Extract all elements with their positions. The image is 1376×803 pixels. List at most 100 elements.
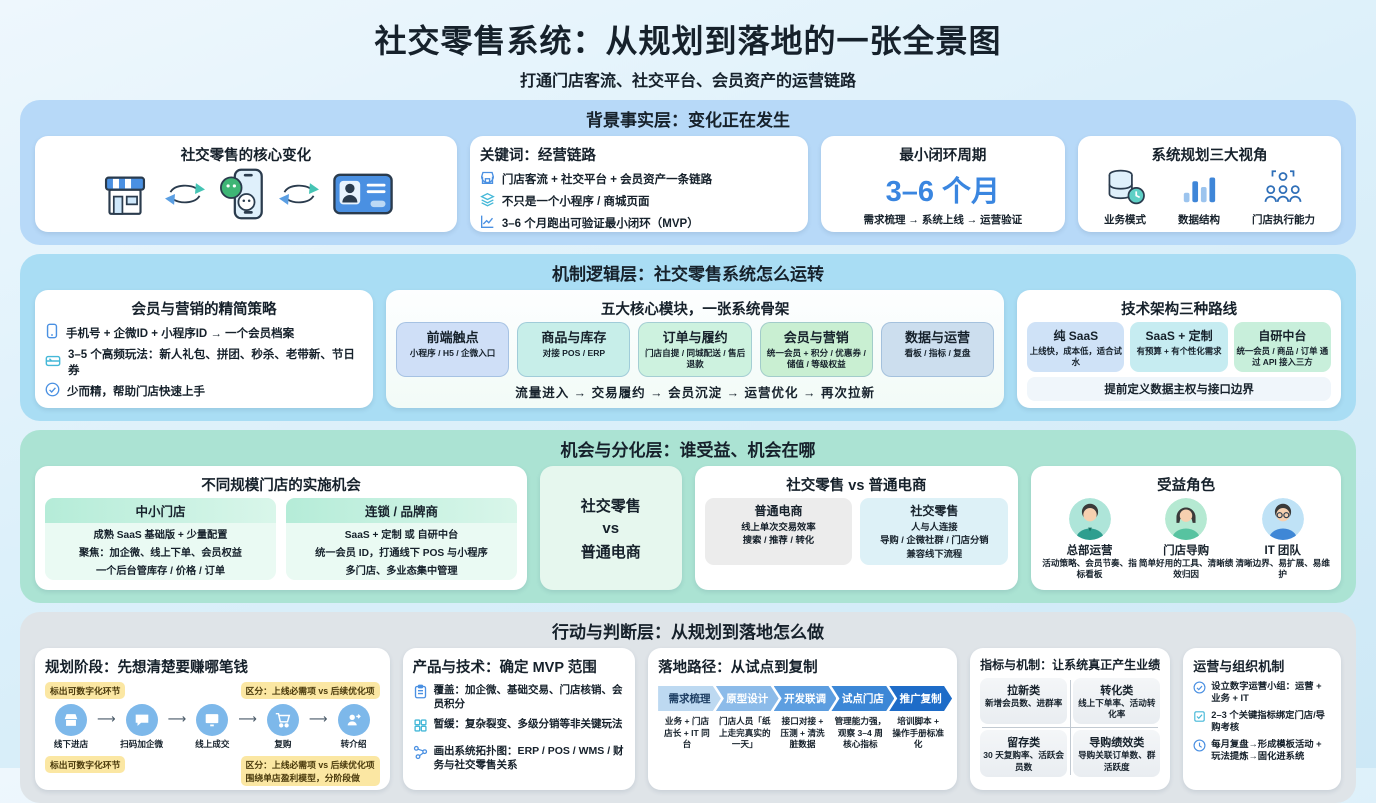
view-label: 数据结构 bbox=[1177, 214, 1220, 226]
modules-title: 五大核心模块，一张系统骨架 bbox=[600, 302, 790, 318]
check-circle-icon bbox=[45, 382, 60, 400]
card-five-modules: 五大核心模块，一张系统骨架 前端触点小程序 / H5 / 企微入口 商品与库存对… bbox=[386, 290, 1005, 408]
module-frontend-touchpoints: 前端触点小程序 / H5 / 企微入口 bbox=[396, 322, 510, 377]
planning-tag: 区分：上线必需项 vs 后续优化项 bbox=[240, 682, 380, 699]
metrics-title: 指标与机制：让系统真正产生业绩 bbox=[980, 658, 1161, 672]
vs-title: 社交零售 vs 普通电商 bbox=[786, 478, 927, 494]
size-line: 多门店、多业态集中管理 bbox=[345, 566, 458, 577]
cycle-title: 最小闭环周期 bbox=[899, 148, 987, 164]
module-member-marketing: 会员与营销统一会员 + 积分 / 优惠券 / 储值 / 等级权益 bbox=[759, 322, 873, 377]
tech-route-self-built: 自研中台统一会员 / 商品 / 订单 通过 API 接入三方 bbox=[1233, 322, 1331, 372]
cycle-arrows-icon bbox=[164, 179, 205, 214]
grid-icon bbox=[413, 717, 428, 737]
section2-header: 机制逻辑层：社交零售系统怎么运转 bbox=[552, 265, 824, 284]
section-action-judgment: 行动与判断层：从规划到落地怎么做 规划阶段：先想清楚要赚哪笔钱 标出可数字化环节… bbox=[20, 612, 1356, 803]
card-vs-label: 社交零售 vs 普通电商 bbox=[540, 466, 682, 590]
size-line: 聚焦：加企微、线上下单、会员权益 bbox=[79, 548, 242, 559]
section-opportunity: 机会与分化层：谁受益、机会在哪 不同规模门店的实施机会 中小门店 成熟 SaaS… bbox=[20, 430, 1356, 603]
planning-tag: 区分：上线必需项 vs 后续优化项 围绕单店盈利模型，分阶段做 bbox=[240, 756, 380, 786]
tech-title: 技术架构三种路线 bbox=[1121, 302, 1238, 318]
vs-label-line: 社交零售 bbox=[580, 497, 641, 515]
sizes-title: 不同规模门店的实施机会 bbox=[201, 478, 361, 494]
path-step-rollout: 推广复制 bbox=[889, 686, 952, 711]
org-item: 设立数字运营小组：运营 + 业务 + IT bbox=[1211, 681, 1322, 704]
module-goods-inventory: 商品与库存对接 POS / ERP bbox=[517, 322, 631, 377]
keyword-item: 3–6 个月跑出可验证最小闭环（MVP） bbox=[501, 218, 699, 230]
card-keywords: 关键词：经营链路 门店客流 + 社交平台 + 会员资产一条链路 不只是一个小程序… bbox=[469, 136, 808, 232]
section4-header: 行动与判断层：从规划到落地怎么做 bbox=[552, 623, 824, 642]
card-metrics: 指标与机制：让系统真正产生业绩 拉新类新增会员数、进群率 转化类线上下单率、活动… bbox=[970, 648, 1171, 790]
metric-guide-performance: 导购绩效类导购关联订单数、群活跃度 bbox=[1073, 730, 1161, 777]
checklist-icon bbox=[1193, 709, 1206, 733]
cycle-value: 3–6 个月 bbox=[885, 176, 1001, 208]
product-item: 暂缓：复杂裂变、多级分销等非关键玩法 bbox=[433, 718, 623, 731]
referral-flow-icon bbox=[337, 704, 370, 736]
org-title: 运营与组织机制 bbox=[1193, 659, 1285, 674]
trend-chart-icon bbox=[480, 214, 495, 232]
hq-operator-avatar bbox=[1068, 498, 1111, 540]
role-hq-operations: 总部运营活动策略、会员节奏、指标看板 bbox=[1042, 498, 1138, 580]
plan-step-offline-visit: 线下进店 bbox=[45, 702, 97, 750]
role-store-guide: 门店导购简单好用的工具、清晰绩效归因 bbox=[1138, 498, 1234, 580]
arrow-icon: ⟶ bbox=[97, 711, 116, 726]
module-order-fulfillment: 订单与履约门店自提 / 同城配送 / 售后退款 bbox=[638, 322, 752, 377]
path-step-prototype: 原型设计 bbox=[716, 686, 779, 711]
store-flow-icon bbox=[55, 704, 87, 736]
view-label: 业务模式 bbox=[1103, 214, 1146, 226]
topology-icon bbox=[413, 744, 428, 772]
modules-flow: 流量进入 → 交易履约 → 会员沉淀 → 运营优化 → 再次拉新 bbox=[515, 386, 875, 400]
size-line: 一个后台管库存 / 价格 / 订单 bbox=[95, 566, 226, 577]
planning-tag-line: 围绕单店盈利模型，分阶段做 bbox=[245, 773, 360, 783]
roles-title: 受益角色 bbox=[1157, 478, 1216, 494]
check-circle-icon bbox=[1193, 680, 1206, 704]
section-background-facts: 背景事实层：变化正在发生 社交零售的核心变化 bbox=[20, 100, 1356, 245]
card-product-tech: 产品与技术：确定 MVP 范围 覆盖：加企微、基础交易、门店核销、会员积分 暂缓… bbox=[402, 648, 636, 790]
path-step-development: 开发联调 bbox=[774, 686, 837, 711]
planning-tag: 标出可数字化环节 bbox=[45, 756, 126, 773]
path-step-desc: 接口对接 + 压测 + 清洗脏数据 bbox=[780, 716, 825, 750]
keyword-item: 不只是一个小程序 / 商城页面 bbox=[501, 196, 650, 208]
member-item: 3–5 个高频玩法：新人礼包、拼团、秒杀、老带新、节日券 bbox=[68, 349, 355, 377]
cycle-arrows-icon bbox=[278, 179, 319, 214]
planning-title: 规划阶段：先想清楚要赚哪笔钱 bbox=[45, 660, 248, 676]
arrow-icon: ⟶ bbox=[238, 711, 257, 726]
clock-icon bbox=[1193, 738, 1206, 762]
keyword-item: 门店客流 + 社交平台 + 会员资产一条链路 bbox=[501, 174, 713, 186]
planning-tag-line: 区分：上线必需项 vs 后续优化项 bbox=[245, 760, 375, 770]
team-icon bbox=[1262, 168, 1304, 209]
views-title: 系统规划三大视角 bbox=[1151, 148, 1268, 164]
plan-step-scan-qiwei: 扫码加企微 bbox=[116, 702, 168, 750]
column-chain-brands: 连锁 / 品牌商 SaaS + 定制 或 自研中台 统一会员 ID，打通线下 P… bbox=[286, 498, 517, 580]
org-item: 每月复盘→形成模板活动 + 玩法提炼→固化进系统 bbox=[1211, 739, 1322, 762]
member-strategy-title: 会员与营销的精简策略 bbox=[131, 302, 277, 318]
card-min-cycle: 最小闭环周期 3–6 个月 需求梳理 → 系统上线 → 运营验证 bbox=[820, 136, 1065, 232]
path-step-pilot: 试点门店 bbox=[831, 686, 894, 711]
card-org-mechanism: 运营与组织机制 设立数字运营小组：运营 + 业务 + IT 2–3 个关键指标绑… bbox=[1183, 648, 1341, 790]
member-item: 手机号 + 企微ID + 小程序ID → 一个会员档案 bbox=[66, 327, 295, 340]
card-core-change: 社交零售的核心变化 bbox=[35, 136, 457, 232]
page-subtitle: 打通门店客流、社交平台、会员资产的运营链路 bbox=[519, 73, 856, 90]
card-landing-path: 落地路径：从试点到复制 需求梳理 原型设计 开发联调 试点门店 推广复制 业务 … bbox=[648, 648, 958, 790]
plan-step-referral: 转介绍 bbox=[328, 702, 380, 750]
arrow-icon: ⟶ bbox=[167, 711, 187, 726]
path-step-desc: 培训脚本 + 操作手册标准化 bbox=[892, 716, 944, 750]
order-flow-icon bbox=[196, 704, 229, 736]
tech-route-saas-custom: SaaS + 定制有预算 + 有个性化需求 bbox=[1130, 322, 1228, 372]
role-it-team: IT 团队清晰边界、易扩展、易维护 bbox=[1235, 498, 1331, 580]
card-benefit-roles: 受益角色 总部运营活动策略、会员节奏、指标看板 门店导购简单好用的工具、清晰绩效… bbox=[1031, 466, 1341, 590]
phone-icon bbox=[45, 323, 59, 342]
database-clock-icon bbox=[1104, 168, 1146, 209]
cart-flow-icon bbox=[266, 704, 299, 736]
vs-social-retail: 社交零售 人与人连接 导购 / 企微社群 / 门店分销 兼容线下流程 bbox=[860, 498, 1009, 566]
metric-conversion: 转化类线上下单率、活动转化率 bbox=[1073, 678, 1161, 725]
member-item: 少而精，帮助门店快速上手 bbox=[67, 386, 205, 398]
vs-label-line: vs bbox=[602, 519, 620, 537]
module-data-operations: 数据与运营看板 / 指标 / 复盘 bbox=[880, 322, 995, 377]
path-title: 落地路径：从试点到复制 bbox=[658, 660, 818, 676]
org-item: 2–3 个关键指标绑定门店/导购考核 bbox=[1211, 710, 1325, 733]
card-planning-stage: 规划阶段：先想清楚要赚哪笔钱 标出可数字化环节 区分：上线必需项 vs 后续优化… bbox=[35, 648, 390, 790]
tech-note: 提前定义数据主权与接口边界 bbox=[1027, 377, 1331, 401]
path-step-desc: 业务 + 门店店长 + IT 同台 bbox=[664, 716, 710, 750]
